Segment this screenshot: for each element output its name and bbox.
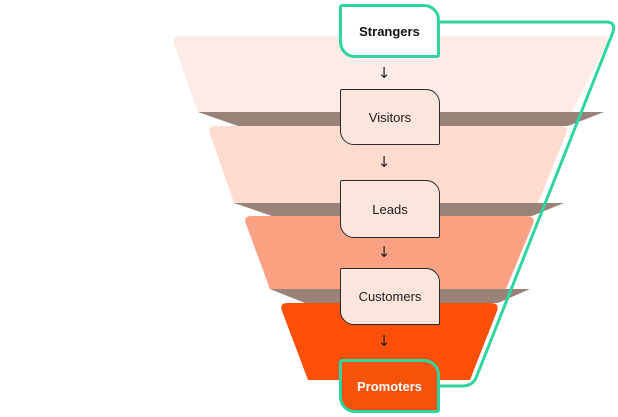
stage-leads-label: Leads (372, 201, 408, 217)
down-arrow-icon: ↓ (377, 243, 391, 261)
funnel-layer-2 (209, 126, 568, 203)
down-arrow-icon: ↓ (377, 153, 391, 171)
stage-strangers: Strangers (339, 4, 440, 58)
stage-promoters-label: Promoters (356, 378, 423, 394)
stage-customers: Customers (340, 268, 440, 325)
funnel-layer-3 (245, 216, 534, 289)
funnel-layer-1 (173, 36, 608, 112)
stage-strangers-label: Strangers (359, 23, 420, 39)
stage-leads: Leads (340, 180, 440, 238)
stage-customers-label: Customers (358, 289, 422, 304)
loop-connector (440, 20, 616, 388)
stage-visitors-label: Visitors (368, 109, 412, 125)
stage-promoters: Promoters (339, 359, 440, 413)
down-arrow-icon: ↓ (377, 332, 391, 350)
stage-visitors: Visitors (340, 89, 440, 145)
down-arrow-icon: ↓ (377, 64, 391, 82)
funnel-layer-4 (281, 303, 498, 380)
